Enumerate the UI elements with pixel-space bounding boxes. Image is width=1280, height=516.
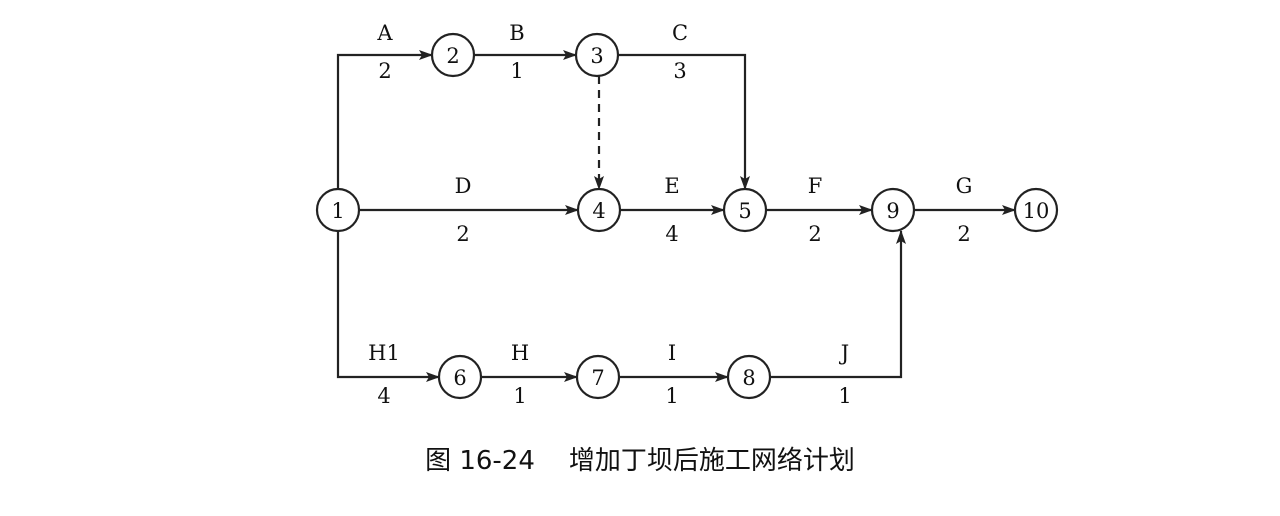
node-label-8: 8	[742, 366, 755, 390]
node-7: 7	[575, 354, 621, 400]
node-2: 2	[430, 32, 476, 78]
node-circle-1	[315, 187, 361, 233]
node-4: 4	[576, 187, 622, 233]
node-circle-3	[574, 32, 620, 78]
node-circle-6	[437, 354, 483, 400]
activity-name-h1: H1	[368, 341, 400, 365]
activity-arrow-j	[770, 230, 906, 379]
activity-arrow-c	[618, 53, 750, 190]
node-label-1: 1	[331, 199, 344, 223]
activity-name-c: C	[672, 21, 688, 45]
activity-name-i: I	[668, 341, 676, 365]
activity-arrow-h1	[336, 231, 440, 382]
activity-name-h: H	[511, 341, 529, 365]
node-circle-7	[575, 354, 621, 400]
activity-duration-i: 1	[665, 384, 678, 408]
activity-duration-e: 4	[665, 222, 678, 246]
activity-duration-a: 2	[378, 59, 391, 83]
activity-duration-j: 1	[838, 384, 851, 408]
node-1: 1	[315, 187, 361, 233]
node-label-10: 10	[1023, 199, 1050, 223]
figure-title: 增加丁坝后施工网络计划	[568, 446, 855, 476]
node-9: 9	[870, 187, 916, 233]
node-label-5: 5	[738, 199, 751, 223]
node-6: 6	[437, 354, 483, 400]
activity-name-f: F	[808, 174, 823, 198]
activity-duration-h1: 4	[377, 384, 390, 408]
activity-duration-b: 1	[510, 59, 523, 83]
node-circle-2	[430, 32, 476, 78]
node-circle-8	[726, 354, 772, 400]
activity-name-b: B	[509, 21, 524, 45]
activity-name-a: A	[376, 21, 393, 45]
activity-name-d: D	[455, 174, 472, 198]
node-circle-9	[870, 187, 916, 233]
node-label-4: 4	[592, 199, 605, 223]
activity-duration-c: 3	[673, 59, 686, 83]
node-label-6: 6	[453, 366, 466, 390]
activity-duration-g: 2	[957, 222, 970, 246]
node-circle-4	[576, 187, 622, 233]
node-10: 10	[1013, 187, 1059, 233]
activity-name-e: E	[664, 174, 679, 198]
node-label-7: 7	[591, 366, 604, 390]
node-3: 3	[574, 32, 620, 78]
activity-arrow-a	[336, 50, 433, 189]
node-8: 8	[726, 354, 772, 400]
node-circle-5	[722, 187, 768, 233]
node-label-2: 2	[446, 44, 459, 68]
activity-duration-f: 2	[808, 222, 821, 246]
figure-caption: 图 16-24 增加丁坝后施工网络计划	[0, 440, 1280, 477]
activity-name-g: G	[956, 174, 973, 198]
activity-duration-h: 1	[513, 384, 526, 408]
node-circle-10	[1013, 187, 1059, 233]
activity-name-j: J	[839, 341, 849, 365]
node-label-3: 3	[590, 44, 603, 68]
node-label-9: 9	[886, 199, 899, 223]
node-5: 5	[722, 187, 768, 233]
activity-duration-d: 2	[456, 222, 469, 246]
figure-number: 图 16-24	[425, 446, 535, 476]
